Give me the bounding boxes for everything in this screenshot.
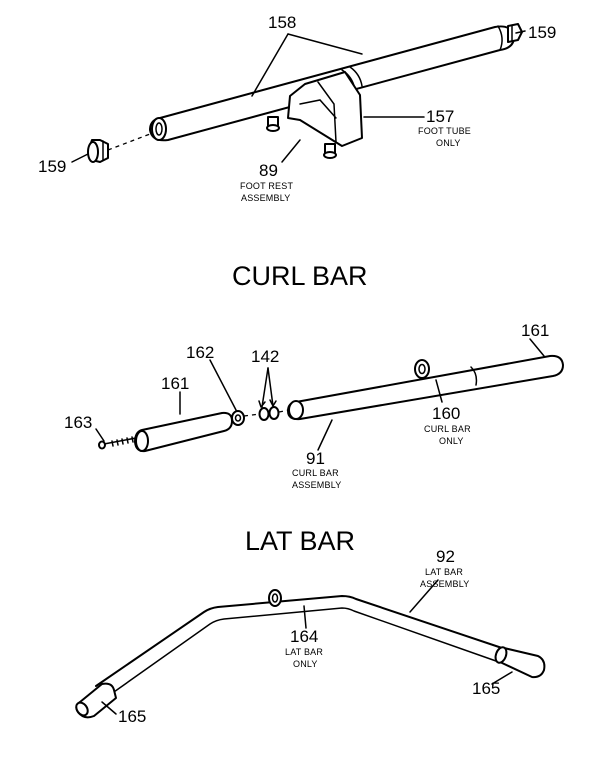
- label-160-line1: CURL BAR: [424, 424, 471, 434]
- label-89: 89: [259, 161, 278, 180]
- label-92: 92: [436, 547, 455, 566]
- washer-162: [231, 410, 245, 426]
- curl-bar-eye: [414, 359, 430, 379]
- label-158: 158: [268, 13, 296, 32]
- label-89-line2: ASSEMBLY: [241, 193, 290, 203]
- label-91: 91: [306, 449, 325, 468]
- label-163: 163: [64, 413, 92, 432]
- lat-bar-title: LAT BAR: [245, 526, 355, 556]
- end-cap-left: [87, 139, 109, 163]
- label-164-line1: LAT BAR: [285, 647, 323, 657]
- label-91-line1: CURL BAR: [292, 468, 339, 478]
- label-157-line1: FOOT TUBE: [418, 126, 471, 136]
- end-cap-right: [507, 23, 523, 43]
- foot-rest-assembly: 158 159 159 157 FOOT TUBE ONLY 89 FOOT R…: [38, 13, 556, 203]
- lat-bar-assembly: 92 LAT BAR ASSEMBLY 164 LAT BAR ONLY 165…: [75, 547, 546, 726]
- label-161-left: 161: [161, 374, 189, 393]
- label-164-line2: ONLY: [293, 659, 318, 669]
- bolt-163: [98, 436, 137, 450]
- label-160-line2: ONLY: [439, 436, 464, 446]
- label-92-line1: LAT BAR: [425, 567, 463, 577]
- label-159-right: 159: [528, 23, 556, 42]
- curl-bar-assembly: 161 162 142 161 163 160 CURL BAR ONLY 91…: [64, 321, 564, 490]
- label-157: 157: [426, 107, 454, 126]
- foot-rest-bracket: [287, 71, 363, 147]
- lat-bar-grip-right: [499, 647, 546, 679]
- label-159-left: 159: [38, 157, 66, 176]
- lat-bar-eye: [268, 589, 282, 607]
- label-92-line2: ASSEMBLY: [420, 579, 469, 589]
- foot-tube-left-end: [151, 117, 167, 141]
- foot-rest-foot-right: [323, 143, 337, 159]
- label-164: 164: [290, 627, 318, 646]
- curl-bar-title: CURL BAR: [232, 261, 368, 291]
- washers-142: [258, 406, 280, 421]
- label-157-line2: ONLY: [436, 138, 461, 148]
- label-161-right: 161: [521, 321, 549, 340]
- short-grip-161: [134, 411, 233, 453]
- foot-rest-foot-left: [266, 116, 280, 132]
- label-91-line2: ASSEMBLY: [292, 480, 341, 490]
- label-165-right: 165: [472, 679, 500, 698]
- label-160: 160: [432, 404, 460, 423]
- label-89-line1: FOOT REST: [240, 181, 293, 191]
- label-162: 162: [186, 343, 214, 362]
- label-165-left: 165: [118, 707, 146, 726]
- label-142: 142: [251, 347, 279, 366]
